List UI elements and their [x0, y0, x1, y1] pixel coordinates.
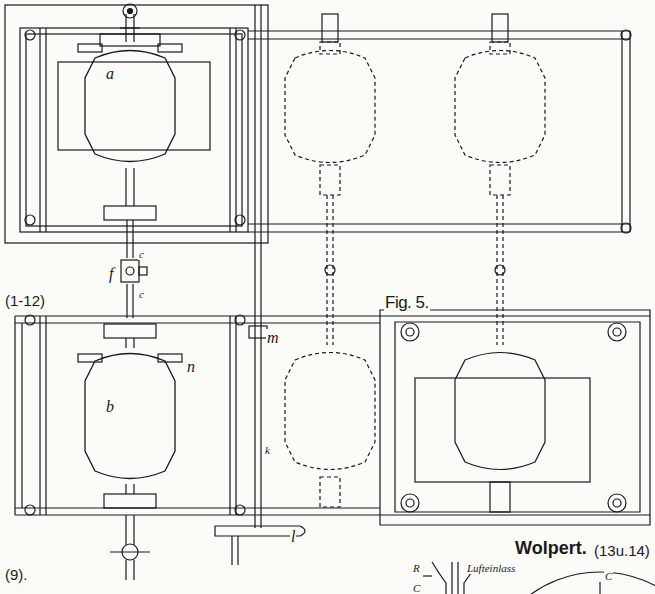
label-holder: n: [186, 358, 196, 376]
label-holder: (13u.14): [593, 542, 651, 560]
callout-label: Wolpert.: [514, 538, 588, 558]
vessel-label-holder: b: [105, 398, 115, 416]
callout-label: Fig. 5.: [384, 293, 430, 312]
label-holder: C: [604, 566, 613, 584]
base-plate: [5, 5, 268, 243]
label-holder: (1-12): [4, 292, 46, 310]
vessel: b: [85, 346, 175, 486]
callout-label: n: [186, 358, 196, 375]
frame: [20, 28, 248, 232]
label-holder: Lufteinlass: [466, 558, 516, 576]
callout-label: c: [138, 288, 145, 300]
label-holder: c: [138, 284, 145, 302]
vessel-outline: [85, 346, 175, 486]
callout-label: k: [264, 444, 271, 456]
part-letter: b: [105, 398, 115, 415]
label-holder: Fig. 5.: [384, 294, 430, 312]
vessel: a: [85, 43, 175, 169]
vessel-body: [85, 354, 175, 479]
label-holder: m: [266, 329, 280, 347]
callout-label: (1-12): [4, 292, 46, 309]
label-holder: R: [412, 558, 421, 576]
callout-label: f: [108, 265, 114, 282]
label-holder: l: [290, 528, 296, 546]
vessel-outline: [85, 43, 175, 169]
callout-label: C: [412, 582, 421, 594]
callout-label: (9).: [4, 566, 29, 583]
callout-label: l: [290, 528, 296, 545]
vessel-body: [85, 51, 175, 162]
vessel-label-holder: a: [105, 65, 115, 83]
label-holder: Wolpert.: [514, 539, 588, 558]
callout-label: c: [138, 248, 145, 260]
label-holder: c: [138, 244, 145, 262]
callout-label: m: [266, 329, 280, 346]
callout-label: C: [604, 570, 613, 582]
label-holder: k: [264, 440, 271, 458]
label-holder: C: [412, 578, 421, 594]
frame: [26, 34, 242, 226]
callout-label: R: [412, 562, 421, 574]
callout-label: (13u.14): [593, 542, 651, 559]
label-holder: (9).: [4, 566, 29, 584]
callout-label: Lufteinlass: [466, 562, 516, 574]
part-letter: a: [105, 65, 115, 82]
label-holder: f: [108, 265, 114, 283]
